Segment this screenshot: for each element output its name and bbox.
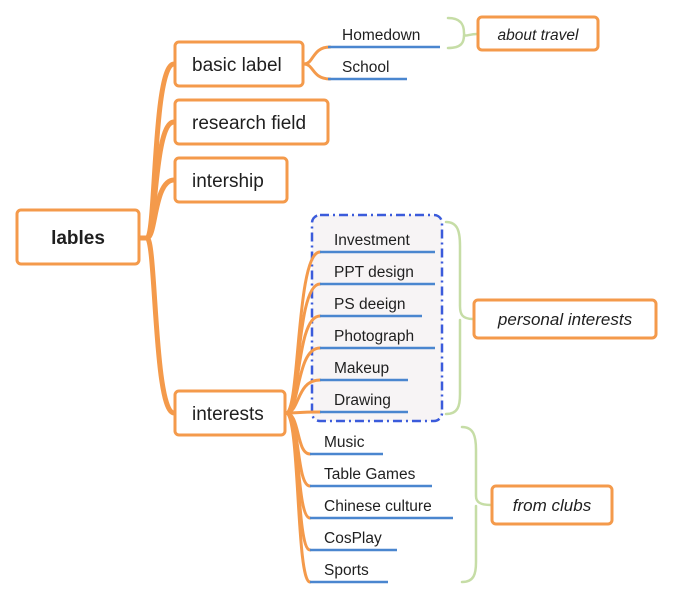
leaf-makeup[interactable]: Makeup <box>320 360 408 382</box>
basic-label-connectors <box>302 45 332 81</box>
leaf-chinese-culture-text: Chinese culture <box>324 498 432 515</box>
leaf-ps-deeign[interactable]: PS deeign <box>320 296 422 318</box>
connector-basic-homedown <box>302 45 332 66</box>
node-research-field[interactable]: research field <box>173 98 330 146</box>
node-research-field-text: research field <box>192 113 306 134</box>
leaf-homedown[interactable]: Homedown <box>328 27 440 49</box>
leaf-music-text: Music <box>324 434 365 451</box>
leaf-investment[interactable]: Investment <box>320 232 435 254</box>
leaf-school[interactable]: School <box>328 59 407 81</box>
leaf-investment-text: Investment <box>334 232 411 249</box>
node-intership-text: intership <box>192 171 264 192</box>
leaf-homedown-text: Homedown <box>342 27 420 44</box>
leaf-drawing[interactable]: Drawing <box>320 392 408 414</box>
connector-interests-drawing <box>284 410 322 415</box>
personal-interests-group-box <box>310 213 444 423</box>
bracket-from-clubs <box>460 425 493 584</box>
note-from-clubs-text: from clubs <box>513 496 592 515</box>
leaf-cosplay[interactable]: CosPlay <box>310 530 397 552</box>
leaf-ps-deeign-text: PS deeign <box>334 296 406 313</box>
leaf-makeup-text: Makeup <box>334 360 389 377</box>
connector-basic-school <box>302 62 332 81</box>
note-personal-interests[interactable]: personal interests <box>472 298 658 340</box>
node-interests-text: interests <box>192 404 264 425</box>
leaf-photograph-text: Photograph <box>334 328 414 345</box>
root-node-label: lables <box>51 228 105 249</box>
leaf-school-text: School <box>342 59 389 76</box>
leaf-photograph[interactable]: Photograph <box>320 328 435 350</box>
leaf-drawing-text: Drawing <box>334 392 391 409</box>
bracket-about-travel <box>446 16 479 50</box>
connector-root-intership <box>144 177 177 241</box>
interests-connectors <box>284 250 322 584</box>
leaf-table-games[interactable]: Table Games <box>310 466 432 488</box>
node-basic-label-text: basic label <box>192 55 282 76</box>
leaf-table-games-text: Table Games <box>324 466 416 483</box>
node-intership[interactable]: intership <box>173 156 289 204</box>
leaf-chinese-culture[interactable]: Chinese culture <box>310 498 453 520</box>
note-from-clubs[interactable]: from clubs <box>490 484 614 526</box>
leaf-cosplay-text: CosPlay <box>324 530 382 547</box>
connector-interests-sports <box>284 411 312 584</box>
connector-root-interests <box>144 235 177 416</box>
leaf-ppt-design-text: PPT design <box>334 264 414 281</box>
root-connectors <box>137 61 177 416</box>
leaf-sports-text: Sports <box>324 562 369 579</box>
leaf-ppt-design[interactable]: PPT design <box>320 264 435 286</box>
bracket-personal-interests <box>444 220 475 416</box>
note-about-travel-text: about travel <box>498 27 580 44</box>
note-about-travel[interactable]: about travel <box>476 15 600 52</box>
node-basic-label[interactable]: basic label <box>173 40 305 88</box>
leaf-music[interactable]: Music <box>310 434 383 456</box>
root-node[interactable]: lables <box>15 208 141 266</box>
leaf-sports[interactable]: Sports <box>310 562 388 584</box>
note-personal-interests-text: personal interests <box>497 310 633 329</box>
node-interests[interactable]: interests <box>173 389 287 437</box>
